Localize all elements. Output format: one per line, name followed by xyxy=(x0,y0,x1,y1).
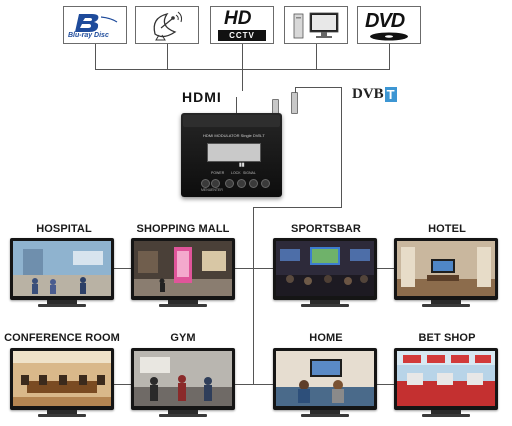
indicator-signal: SIGNAL xyxy=(243,171,256,175)
bluray-source-box: Blu-ray Disc xyxy=(63,6,127,44)
home-screen-icon xyxy=(276,351,374,406)
gym-screen-icon xyxy=(134,351,232,406)
connector-line xyxy=(60,384,452,385)
connector-line xyxy=(60,268,452,269)
destination-label-gym: GYM xyxy=(170,332,196,344)
connector-line xyxy=(295,87,342,88)
cctv-text: CCTV xyxy=(218,30,266,41)
device-button xyxy=(249,179,258,188)
tv-hospital xyxy=(10,238,114,308)
dvd-text: DVD xyxy=(365,10,405,32)
device-model-text: HDMI MODULATOR Single DVB-T xyxy=(203,133,265,138)
connector-line xyxy=(95,44,96,69)
device-button xyxy=(211,179,220,188)
tv-shopping-mall xyxy=(131,238,235,308)
hotel-screen-icon xyxy=(397,241,495,296)
indicator-power: POWER xyxy=(211,171,225,175)
button-label-menu: MENU xyxy=(201,188,212,192)
destination-label-shopping-mall: SHOPPING MALL xyxy=(136,223,230,235)
destination-label-hotel: HOTEL xyxy=(428,223,466,235)
device-button xyxy=(261,179,270,188)
connector-line xyxy=(253,207,254,385)
destination-label-conference-room: CONFERENCE ROOM xyxy=(4,332,120,344)
destination-label-sportsbar: SPORTSBAR xyxy=(291,223,361,235)
tv-hotel xyxy=(394,238,498,308)
rf-connector-icon xyxy=(291,92,298,114)
betshop-screen-icon xyxy=(397,351,495,406)
connector-line xyxy=(316,44,317,69)
button-label-enter: ENTER xyxy=(211,188,223,192)
destination-label-home: HOME xyxy=(309,332,343,344)
connector-line xyxy=(242,44,243,91)
dvd-logo-icon: DVD xyxy=(359,8,419,42)
device-top-strip xyxy=(183,115,280,127)
bluray-text: Blu-ray Disc xyxy=(68,32,109,39)
device-lcd xyxy=(207,143,261,162)
tv-gym xyxy=(131,348,235,418)
destination-label-bet-shop: BET SHOP xyxy=(418,332,476,344)
dvbt-text: DVB xyxy=(352,86,384,102)
computer-icon xyxy=(293,12,339,39)
satellite-source-box xyxy=(135,6,199,44)
sportsbar-screen-icon xyxy=(276,241,374,296)
destination-label-hospital: HOSPITAL xyxy=(36,223,92,235)
pc-source-box xyxy=(284,6,348,44)
mall-screen-icon xyxy=(134,241,232,296)
hospital-screen-icon xyxy=(13,241,111,296)
connector-line xyxy=(167,44,168,69)
hdmi-label: HDMI xyxy=(182,89,222,105)
device-button xyxy=(225,179,234,188)
device-button xyxy=(237,179,246,188)
connector-line xyxy=(236,97,237,113)
tv-home xyxy=(273,348,377,418)
indicator-lock: LOCK xyxy=(231,171,241,175)
connector-line xyxy=(253,207,342,208)
conference-screen-icon xyxy=(13,351,111,406)
bluray-logo-icon xyxy=(75,14,118,32)
connector-line xyxy=(95,69,390,70)
device-brand-icon: ▮▮ xyxy=(239,162,245,168)
hd-cctv-source-box: HD CCTV xyxy=(210,6,274,44)
connector-line xyxy=(341,87,342,207)
device-button xyxy=(201,179,210,188)
hd-text: HD xyxy=(224,8,252,29)
connector-line xyxy=(389,44,390,69)
connector-line xyxy=(295,87,296,93)
dvbt-logo: DVB T xyxy=(352,86,397,103)
tv-conference-room xyxy=(10,348,114,418)
tv-sportsbar xyxy=(273,238,377,308)
dvd-source-box: DVD xyxy=(357,6,421,44)
dvbt-accent-text: T xyxy=(384,87,397,102)
satellite-dish-icon xyxy=(153,11,183,41)
hd-cctv-logo-icon: HD CCTV xyxy=(212,8,272,42)
hdmi-modulator-device: HDMI MODULATOR Single DVB-T ▮▮ POWER LOC… xyxy=(181,113,282,197)
tv-bet-shop xyxy=(394,348,498,418)
dvd-disc-icon xyxy=(370,32,408,41)
